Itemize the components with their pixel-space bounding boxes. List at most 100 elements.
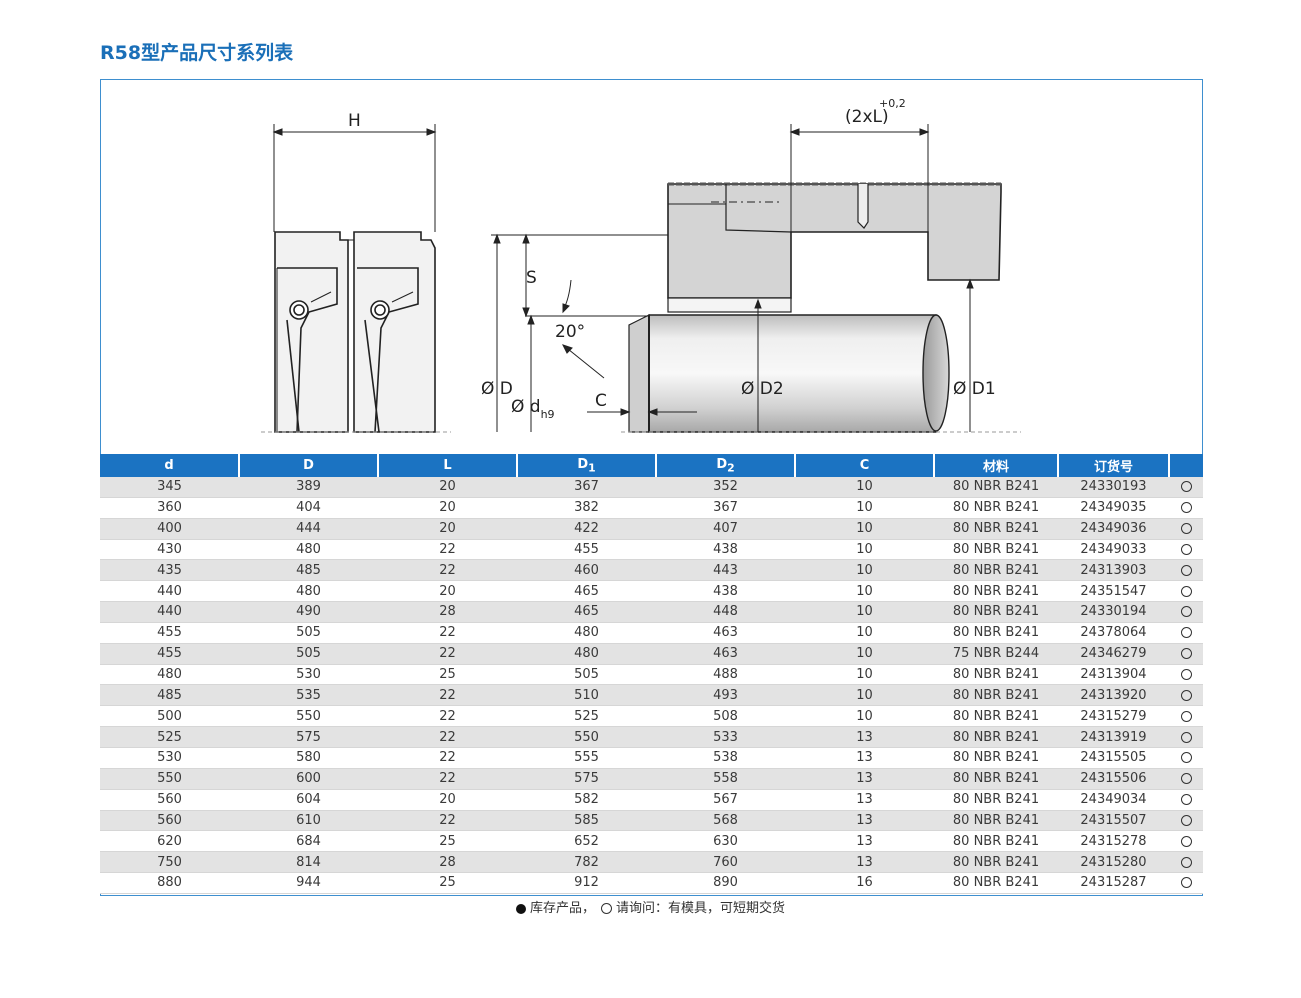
technical-drawing: H (2xL) +0,2 [101, 80, 1202, 453]
table-cell: 460 [517, 559, 656, 582]
open-circle-icon [1180, 710, 1192, 722]
availability-cell [1169, 789, 1203, 811]
table-cell: 25 [378, 664, 517, 686]
table-cell: 10 [795, 559, 934, 582]
table-cell: 24315279 [1058, 705, 1169, 728]
table-cell: 480 [517, 643, 656, 665]
housing [667, 183, 1002, 299]
availability-cell [1169, 872, 1203, 894]
table-cell: 448 [656, 601, 795, 623]
table-cell: 10 [795, 580, 934, 603]
table-cell: 684 [239, 830, 378, 853]
open-circle-icon [1180, 564, 1192, 576]
table-cell: 535 [239, 684, 378, 707]
table-cell: 13 [795, 810, 934, 832]
table-cell: 782 [517, 851, 656, 874]
table-cell: 550 [517, 726, 656, 748]
open-circle-icon [1180, 585, 1192, 597]
table-cell: 22 [378, 684, 517, 707]
col-header-D1: D1 [517, 454, 657, 477]
table-cell: 604 [239, 789, 378, 811]
table-cell: 24315287 [1058, 872, 1169, 894]
open-circle-icon [1180, 523, 1192, 535]
table-cell: 10 [795, 684, 934, 707]
availability-cell [1169, 539, 1203, 561]
table-cell: 28 [378, 601, 517, 623]
table-cell: 438 [656, 580, 795, 603]
table-cell: 10 [795, 497, 934, 519]
table-cell: 610 [239, 810, 378, 832]
label-D: Ø D [481, 379, 513, 399]
col-header-L: L [378, 454, 518, 477]
table-cell: 488 [656, 664, 795, 686]
table-cell: 24349033 [1058, 539, 1169, 561]
table-cell: 13 [795, 789, 934, 811]
open-circle-icon [1180, 794, 1192, 806]
table-cell: 505 [239, 622, 378, 644]
table-cell: 22 [378, 747, 517, 769]
table-cell: 430 [100, 539, 239, 561]
table-cell: 24351547 [1058, 580, 1169, 603]
table-cell: 505 [239, 643, 378, 665]
col-header-D: D [239, 454, 379, 477]
table-cell: 80 NBR B241 [934, 518, 1058, 540]
table-cell: 480 [100, 664, 239, 686]
open-circle-icon [1180, 752, 1192, 764]
table-cell: 435 [100, 559, 239, 582]
table-cell: 80 NBR B241 [934, 851, 1058, 874]
table-cell: 22 [378, 539, 517, 561]
table-cell: 463 [656, 622, 795, 644]
table-cell: 510 [517, 684, 656, 707]
open-circle-icon [1180, 648, 1192, 660]
table-cell: 75 NBR B244 [934, 643, 1058, 665]
table-cell: 582 [517, 789, 656, 811]
table-cell: 407 [656, 518, 795, 540]
table-cell: 24330193 [1058, 477, 1169, 498]
table-cell: 345 [100, 477, 239, 498]
table-cell: 22 [378, 726, 517, 748]
table-cell: 600 [239, 768, 378, 790]
table-cell: 24315507 [1058, 810, 1169, 832]
table-cell: 525 [517, 705, 656, 728]
table-cell: 422 [517, 518, 656, 540]
availability-cell [1169, 518, 1203, 540]
label-S: S [526, 268, 537, 288]
open-circle-icon [601, 903, 612, 914]
open-circle-icon [1180, 773, 1192, 785]
legend-note: 库存产品，请询问：有模具，可短期交货 [0, 897, 1301, 916]
open-circle-icon [1180, 689, 1192, 701]
table-cell: 652 [517, 830, 656, 853]
availability-cell [1169, 559, 1203, 582]
table-cell: 13 [795, 851, 934, 874]
table-cell: 24315505 [1058, 747, 1169, 769]
table-cell: 620 [100, 830, 239, 853]
table-cell: 10 [795, 643, 934, 665]
availability-cell [1169, 851, 1203, 874]
table-cell: 24378064 [1058, 622, 1169, 644]
table-cell: 25 [378, 830, 517, 853]
table-cell: 16 [795, 872, 934, 894]
table-cell: 555 [517, 747, 656, 769]
availability-cell [1169, 580, 1203, 603]
table-cell: 465 [517, 580, 656, 603]
availability-cell [1169, 497, 1203, 519]
table-cell: 10 [795, 601, 934, 623]
table-cell: 20 [378, 518, 517, 540]
label-H: H [348, 111, 361, 131]
table-cell: 538 [656, 747, 795, 769]
col-header-C: C [795, 454, 935, 477]
table-cell: 80 NBR B241 [934, 830, 1058, 853]
label-dh9: Ø dh9 [511, 397, 555, 421]
table-cell: 80 NBR B241 [934, 726, 1058, 748]
col-header-D2: D2 [656, 454, 796, 477]
table-cell: 80 NBR B241 [934, 622, 1058, 644]
